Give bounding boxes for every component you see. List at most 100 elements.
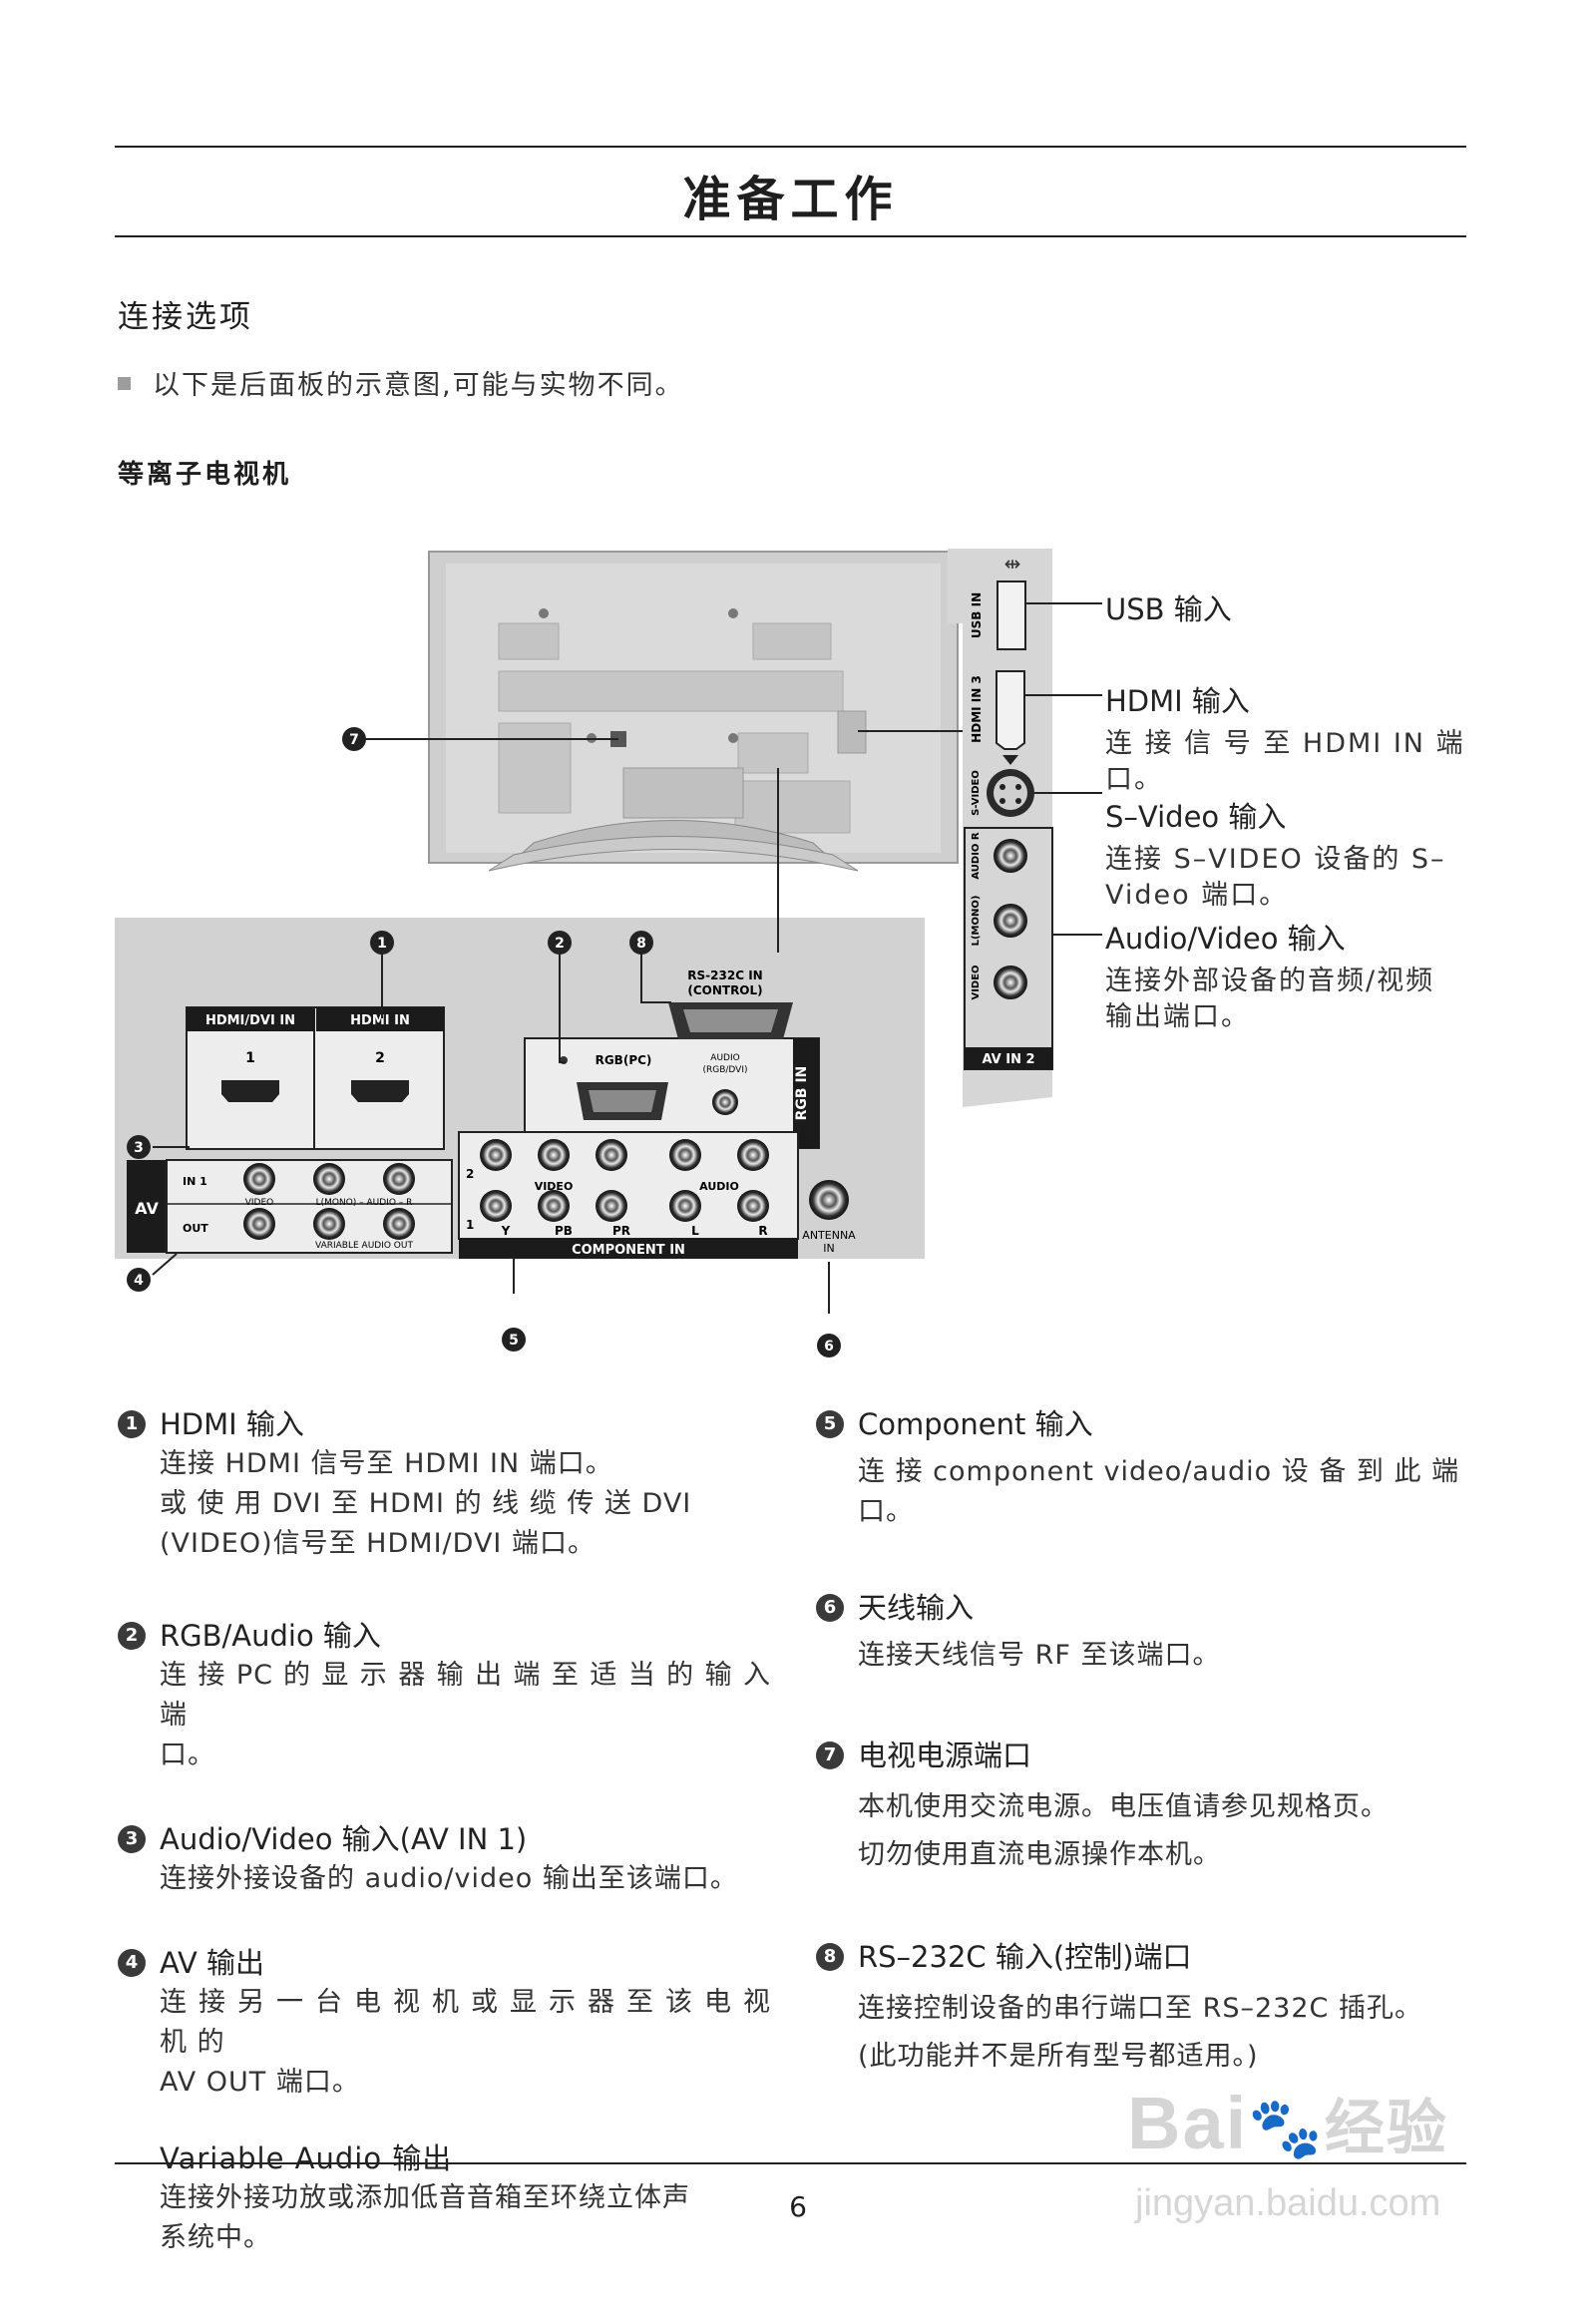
- side-audio-l-jack-icon[interactable]: [994, 904, 1027, 938]
- intro-line: 以下是后面板的示意图,可能与实物不同。: [118, 363, 684, 402]
- side-video-jack-icon[interactable]: [994, 966, 1027, 999]
- av-in-audio-l-jack-icon[interactable]: [313, 1163, 345, 1195]
- av-label: AV: [135, 1199, 159, 1218]
- desc-line: 连接外接设备的 audio/video 输出至该端口。: [160, 1863, 738, 1894]
- av-lmono-label: L(MONO) – AUDIO – R: [316, 1198, 413, 1208]
- usb-in-side-label: USB IN: [970, 592, 984, 638]
- hdmi-port-2-icon[interactable]: [351, 1080, 409, 1102]
- hdmi-side-label: HDMI 输入 连 接 信 号 至 HDMI IN 端 口。: [1105, 678, 1465, 800]
- comp-audio-label: AUDIO: [699, 1180, 739, 1193]
- callout-4: 4: [134, 1273, 144, 1289]
- desc-title-7: 电视电源端口: [858, 1739, 1032, 1772]
- desc-line: 连 接 PC 的 显 示 器 输 出 端 至 适 当 的 输 入 端: [160, 1660, 771, 1731]
- descriptions-right: 5 Component 输入 连 接 component video/audio …: [816, 1404, 1469, 2125]
- av-video-label: VIDEO: [245, 1198, 274, 1208]
- av-side-desc-1: 连接外部设备的音频/视频: [1105, 966, 1435, 996]
- comp1-y-jack-icon[interactable]: [480, 1190, 512, 1222]
- comp1-r-jack-icon[interactable]: [737, 1190, 769, 1222]
- num-5-icon: 5: [816, 1410, 844, 1438]
- audio-rgb-jack-icon[interactable]: [712, 1089, 738, 1115]
- side-video-label: VIDEO: [971, 965, 982, 999]
- hdmi-in-label: HDMI IN: [350, 1013, 410, 1028]
- comp-row2-label: 2: [466, 1167, 474, 1181]
- num-6-icon: 6: [816, 1594, 844, 1622]
- desc-line: 连接 HDMI 信号至 HDMI IN 端口。: [160, 1448, 613, 1479]
- page-title: 准备工作: [682, 172, 899, 227]
- comp2-y-jack-icon[interactable]: [480, 1139, 512, 1171]
- callout-1: 1: [377, 936, 387, 952]
- comp1-pb-jack-icon[interactable]: [538, 1190, 570, 1222]
- callout-7: 7: [349, 732, 359, 748]
- callout-3: 3: [134, 1140, 144, 1156]
- desc-subtitle: Variable Audio 输出: [160, 2141, 453, 2175]
- subheading: 等离子电视机: [118, 460, 292, 490]
- comp1-l-jack-icon[interactable]: [669, 1190, 701, 1222]
- desc-line: 连 接 component video/audio 设 备 到 此 端: [858, 1456, 1460, 1487]
- hdmi-1-label: 1: [245, 1050, 255, 1066]
- callout-markers: 7 1 2 8 3 4 5 6: [127, 727, 841, 1357]
- page-number: 6: [789, 2190, 807, 2223]
- desc-line: 系统中。: [160, 2222, 271, 2253]
- comp2-pr-jack-icon[interactable]: [596, 1139, 627, 1171]
- tv-back-illustration: [428, 551, 959, 872]
- av-side-label: Audio/Video 输入 连接外部设备的音频/视频 输出端口。: [1105, 916, 1434, 1037]
- desc-title-1: HDMI 输入: [160, 1407, 304, 1441]
- antenna-label-1: ANTENNA: [802, 1229, 856, 1242]
- in1-label: IN 1: [183, 1175, 207, 1188]
- comp2-r-jack-icon[interactable]: [737, 1139, 769, 1171]
- bottom-rule: [115, 2162, 1466, 2164]
- av-out-video-jack-icon[interactable]: [243, 1208, 275, 1240]
- desc-line: 口。: [858, 1496, 914, 1527]
- callout-5: 5: [509, 1333, 519, 1349]
- desc-title-5: Component 输入: [858, 1407, 1093, 1441]
- comp-r-label: R: [758, 1224, 767, 1238]
- callout-6: 6: [824, 1339, 834, 1355]
- comp1-pr-jack-icon[interactable]: [596, 1190, 627, 1222]
- desc-line: 连 接 另 一 台 电 视 机 或 显 示 器 至 该 电 视 机 的: [160, 1987, 771, 2058]
- av-in-audio-r-jack-icon[interactable]: [383, 1163, 415, 1195]
- paw-icon: 🐾: [1248, 2095, 1325, 2161]
- watermark-url: jingyan.baidu.com: [1135, 2182, 1441, 2224]
- usb-port-icon[interactable]: [997, 581, 1026, 650]
- hdmi-in-3-port-icon[interactable]: [996, 670, 1025, 750]
- rear-panel-diagram: HDMI/DVI IN HDMI IN 1 2 RGB IN RGB(PC) A…: [115, 549, 1102, 1357]
- num-7-icon: 7: [816, 1742, 844, 1769]
- desc-item-5: 5 Component 输入 连 接 component video/audio …: [816, 1404, 1469, 1532]
- svideo-side-desc-1: 连接 S–VIDEO 设备的 S–: [1105, 844, 1446, 875]
- antenna-label-2: IN: [823, 1242, 834, 1255]
- side-l-mono-label: L(MONO): [971, 896, 982, 947]
- callout-8: 8: [636, 936, 646, 952]
- hdmi-port-1-icon[interactable]: [221, 1080, 279, 1102]
- title-rule: [115, 235, 1466, 237]
- watermark-brand2: 经验: [1324, 2095, 1448, 2161]
- comp-pb-label: PB: [555, 1224, 573, 1238]
- side-audio-r-jack-icon[interactable]: [994, 839, 1027, 873]
- audio-rgb-label-1: AUDIO: [710, 1053, 739, 1063]
- usb-icon: ⇹: [1004, 552, 1021, 576]
- comp2-pb-jack-icon[interactable]: [538, 1139, 570, 1171]
- watermark-logo: Bai🐾经验: [1127, 2080, 1448, 2166]
- antenna-jack-icon[interactable]: [809, 1180, 849, 1220]
- desc-line: (VIDEO)信号至 HDMI/DVI 端口。: [160, 1528, 596, 1559]
- desc-title-8: RS–232C 输入(控制)端口: [858, 1940, 1192, 1974]
- component-in-label: COMPONENT IN: [572, 1243, 685, 1258]
- comp2-l-jack-icon[interactable]: [669, 1139, 701, 1171]
- callout-2: 2: [555, 936, 565, 952]
- av-out-audio-r-jack-icon[interactable]: [383, 1208, 415, 1240]
- av-in-2-label: AV IN 2: [982, 1052, 1034, 1067]
- side-audio-r-label: AUDIO R: [971, 832, 982, 880]
- usb-label: USB 输入: [1105, 586, 1232, 628]
- comp-l-label: L: [691, 1224, 699, 1238]
- rgb-in-label: RGB IN: [794, 1066, 810, 1121]
- desc-line: 连接天线信号 RF 至该端口。: [858, 1640, 1221, 1671]
- desc-title-6: 天线输入: [858, 1591, 975, 1625]
- num-1-icon: 1: [118, 1410, 146, 1438]
- av-out-audio-l-jack-icon[interactable]: [313, 1208, 345, 1240]
- desc-item-6: 6 天线输入 连接天线信号 RF 至该端口。: [816, 1588, 1469, 1676]
- num-8-icon: 8: [816, 1943, 844, 1971]
- watermark-brand: Bai: [1127, 2082, 1249, 2164]
- av-in-video-jack-icon[interactable]: [243, 1163, 275, 1195]
